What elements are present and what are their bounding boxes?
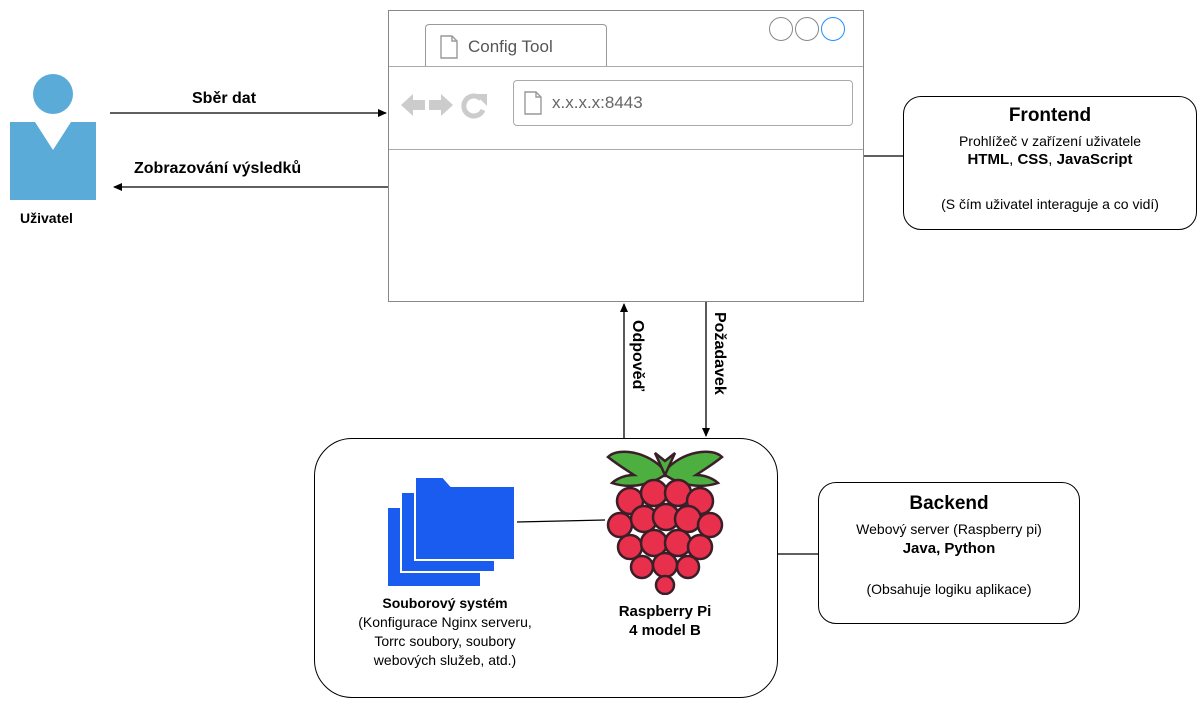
tab-strip-divider	[389, 66, 863, 67]
user-icon	[10, 74, 96, 200]
reload-icon	[461, 93, 487, 119]
filesystem-line3: webových služeb, atd.)	[373, 652, 517, 668]
tech-html: HTML	[967, 151, 1010, 168]
tech-js: JavaScript	[1056, 151, 1133, 168]
raspberry-line1: Raspberry Pi	[618, 603, 712, 620]
back-arrow-icon	[401, 94, 425, 116]
request-label: Požadavek	[711, 312, 728, 395]
browser-tab[interactable]: Config Tool	[425, 24, 607, 67]
tech-css: CSS	[1017, 151, 1049, 168]
raspberry-pi-icon	[606, 450, 724, 595]
backend-box: Backend Webový server (Raspberry pi) Jav…	[818, 482, 1080, 624]
backend-line1: Webový server (Raspberry pi)	[856, 521, 1042, 537]
backend-note: (Obsahuje logiku aplikace)	[866, 581, 1032, 597]
address-bar[interactable]: x.x.x.x:8443	[513, 80, 853, 126]
window-button-1[interactable]	[769, 17, 793, 41]
response-label: Odpověď	[629, 320, 646, 392]
user-label: Uživatel	[20, 210, 73, 226]
toolbar-divider	[389, 149, 863, 150]
tab-title: Config Tool	[468, 37, 553, 56]
page-icon	[524, 91, 542, 115]
backend-title: Backend	[909, 493, 989, 514]
raspberry-line2: 4 model B	[629, 622, 701, 639]
filesystem-line2: Torrc soubory, soubory	[374, 633, 516, 649]
forward-arrow-icon	[429, 94, 453, 116]
filesystem-text: Souborový systém (Konfigurace Nginx serv…	[320, 594, 570, 670]
server-box	[314, 438, 778, 698]
window-button-2[interactable]	[795, 17, 819, 41]
window-button-3[interactable]	[821, 17, 845, 41]
frontend-tech: HTML, CSS, JavaScript	[967, 151, 1133, 168]
browser-window: Config Tool x.x.x.x:8443	[388, 10, 864, 302]
folder-icon	[386, 476, 516, 588]
nav-icons	[401, 93, 487, 119]
fs-connector	[516, 519, 606, 523]
frontend-note: (S čím uživatel interaguje a co vidí)	[941, 196, 1159, 212]
user-figure	[8, 72, 98, 202]
frontend-box: Frontend Prohlížeč v zařízení uživatele …	[903, 96, 1197, 230]
collect-label: Sběr dat	[192, 90, 257, 107]
filesystem-line1: (Konfigurace Nginx serveru,	[358, 614, 532, 630]
address-text: x.x.x.x:8443	[552, 93, 643, 112]
frontend-line1: Prohlížeč v zařízení uživatele	[958, 133, 1142, 149]
backend-tech: Java, Python	[902, 540, 996, 557]
filesystem-title: Souborový systém	[382, 595, 508, 611]
display-label: Zobrazování výsledků	[134, 160, 302, 177]
frontend-title: Frontend	[1008, 105, 1092, 126]
document-icon	[440, 35, 458, 59]
raspberry-label: Raspberry Pi 4 model B	[590, 602, 740, 640]
